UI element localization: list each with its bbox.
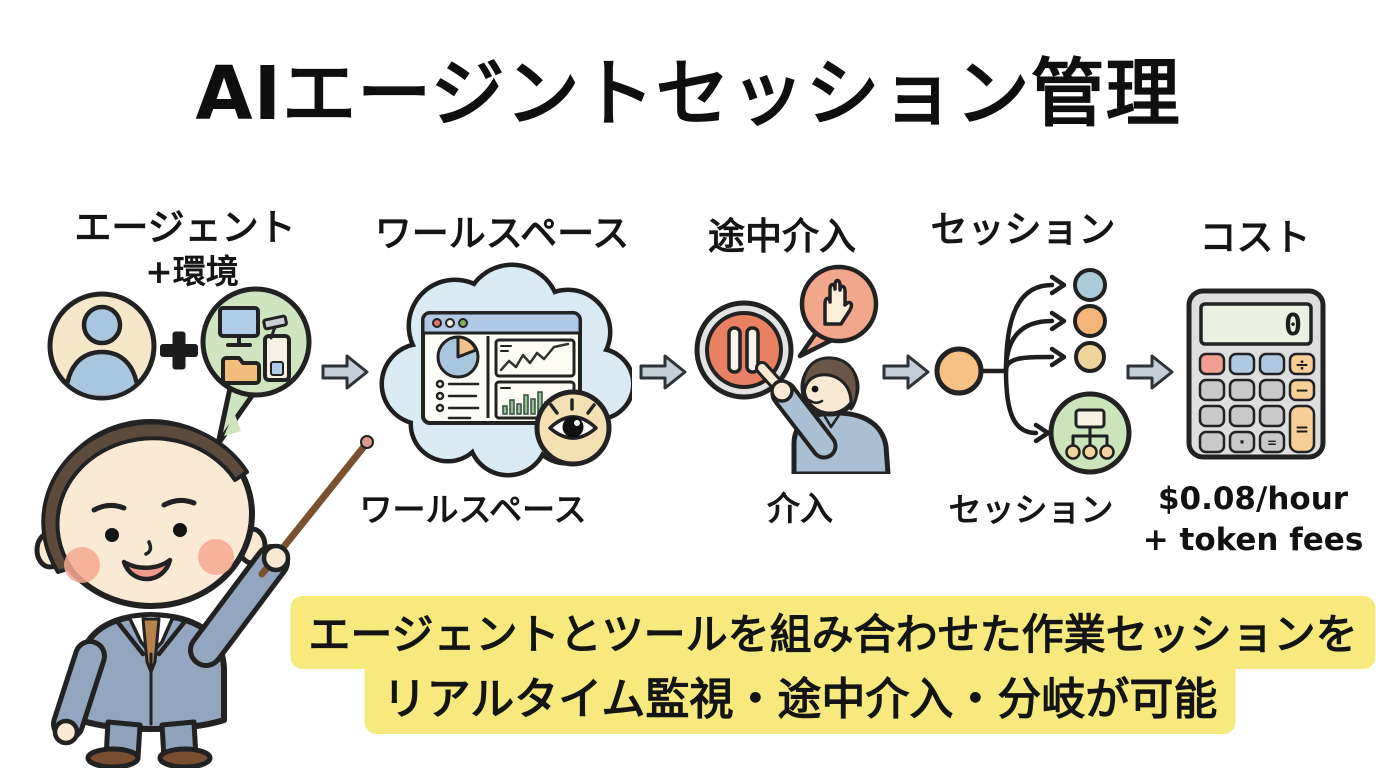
minus-key-label: − (1295, 381, 1309, 401)
tool-icon (262, 314, 288, 340)
browser-window (421, 311, 582, 425)
footer-line-1: エージェントとツールを組み合わせた作業セッションを (290, 596, 1376, 669)
teacher-mouth (121, 557, 173, 582)
window-dot-red (432, 318, 442, 328)
person-pointing-illustration (755, 356, 891, 474)
caption-intervention: 介入 (767, 489, 833, 528)
step-header-agent: エージェント (74, 206, 296, 249)
window-dot-green (458, 318, 468, 328)
step-header-workspace: ワールスペース (374, 212, 630, 255)
equals-key-label: = (1295, 420, 1309, 440)
eye-icon (534, 389, 612, 467)
step-header-intervention: 途中介入 (708, 215, 856, 258)
branch-node-3 (1074, 341, 1106, 373)
divide-key-label: ÷ (1295, 355, 1309, 375)
teacher-tie (141, 617, 161, 674)
list-items (435, 379, 480, 420)
caption-workspace: ワールスペース (359, 490, 587, 529)
teacher-hair (41, 420, 249, 574)
line-chart (494, 338, 576, 378)
plus-icon (160, 331, 198, 370)
calculator-display (1199, 302, 1313, 346)
intervention-illustration (694, 264, 891, 474)
folder-icon (221, 356, 261, 385)
calculator-buttons: ÷ − = · = (1198, 352, 1316, 454)
tree-icon (1048, 391, 1132, 475)
agent-environment-illustration (47, 286, 312, 447)
environment-bubble-icon (200, 286, 312, 447)
cost-price-note: + token fees (1142, 522, 1364, 558)
workspace-illustration (370, 260, 632, 478)
raised-hand-icon (823, 278, 854, 326)
page-title: AIエージントセッション管理 (195, 51, 1181, 137)
calculator-icon: 0 ÷ − = · = (1186, 288, 1326, 460)
person-icon (63, 349, 141, 396)
branch-node-2 (1073, 304, 1107, 338)
document-icon (263, 334, 291, 382)
monitor-icon (218, 306, 260, 347)
caption-session: セッション (948, 490, 1114, 529)
step-header-agent-env: +環境 (145, 252, 239, 291)
dot-key-label: · (1239, 433, 1245, 453)
flow-arrow-icon (639, 354, 687, 390)
window-dot-cream (445, 318, 455, 328)
pie-chart (436, 335, 480, 379)
equals-key-small-label: = (1267, 436, 1277, 450)
step-header-cost: コスト (1199, 216, 1311, 259)
step-header-session: セッション (930, 208, 1116, 251)
sparkle (224, 412, 241, 436)
teacher-illustration (34, 412, 374, 768)
branch-node-1 (1073, 268, 1107, 302)
calculator-display-value: 0 (1284, 308, 1302, 343)
flow-arrow-icon (321, 354, 369, 390)
session-branching-illustration (934, 268, 1132, 475)
flow-arrow-icon (882, 354, 930, 390)
flow-arrow-icon (1126, 354, 1174, 390)
footer-line-2: リアルタイム監視・途中介入・分岐が可能 (364, 658, 1236, 734)
session-root-node (934, 346, 984, 396)
branch-lines (978, 274, 1067, 444)
stop-hand-bubble-icon (797, 264, 879, 359)
cost-price: $0.08/hour (1157, 481, 1349, 517)
